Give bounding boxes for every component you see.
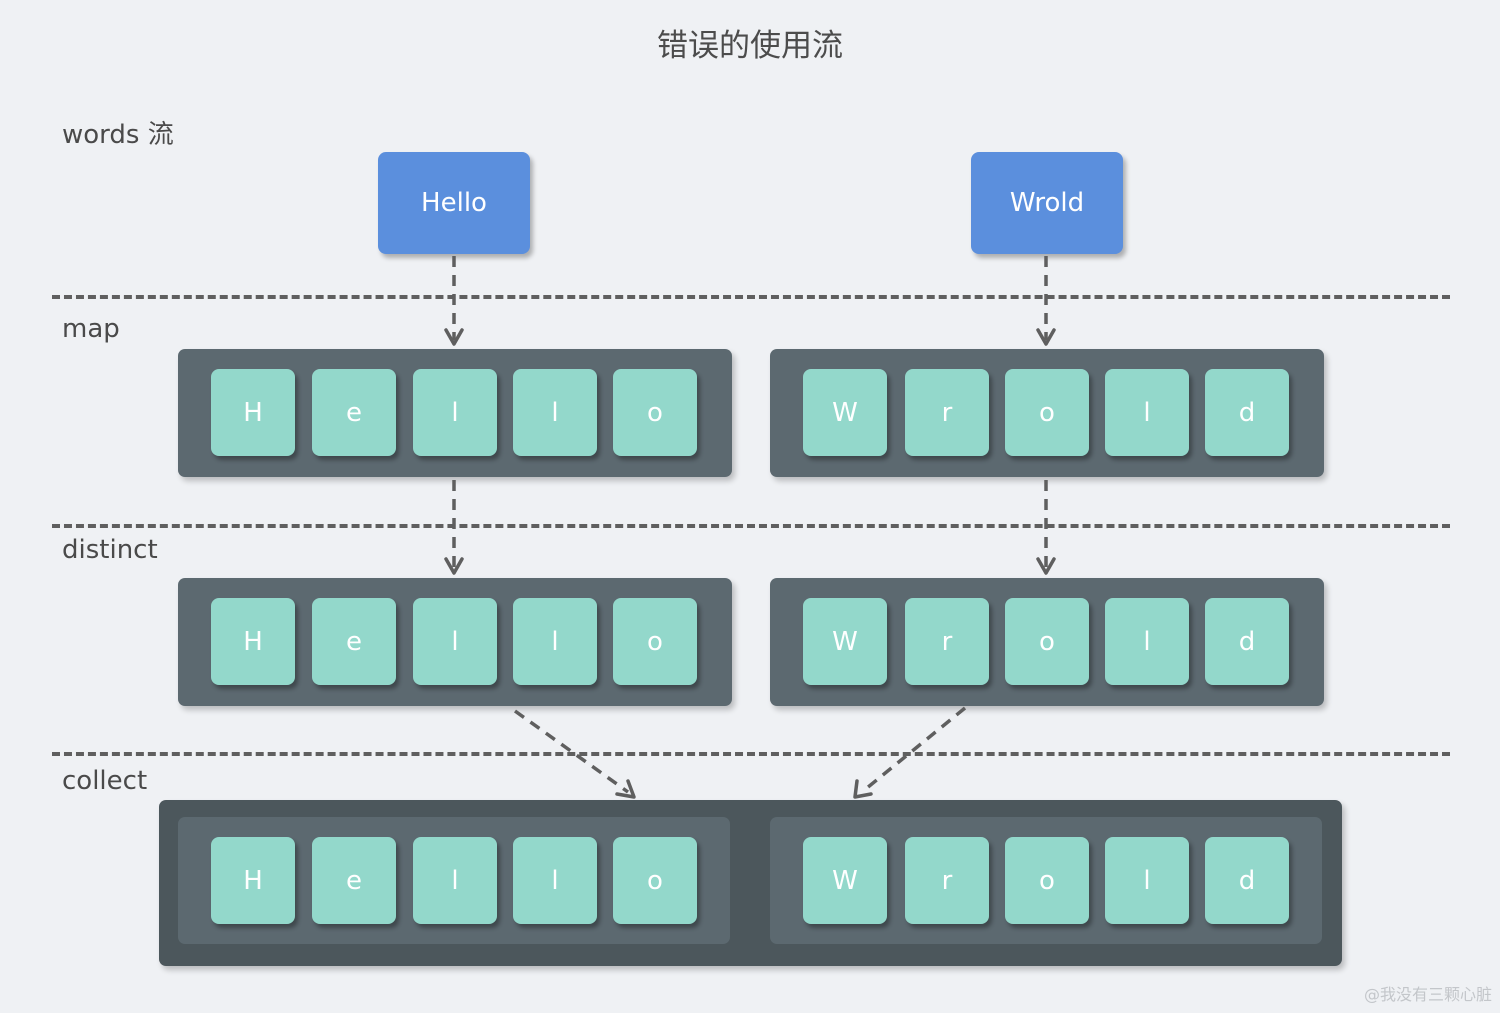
arrowhead — [1036, 557, 1056, 575]
char-tile: o — [1005, 598, 1089, 685]
char-tile: e — [312, 598, 396, 685]
word-box-hello: Hello — [378, 152, 530, 254]
char-tile: l — [413, 598, 497, 685]
char-tile: o — [1005, 837, 1089, 924]
char-tile: l — [413, 837, 497, 924]
char-tile: l — [1105, 598, 1189, 685]
char-tile: l — [513, 369, 597, 456]
watermark: @我没有三颗心脏 — [1363, 985, 1492, 1004]
char-tile: l — [513, 837, 597, 924]
diagram-title: 错误的使用流 — [657, 28, 843, 64]
char-tile: l — [513, 598, 597, 685]
word-box-world: Wrold — [971, 152, 1123, 254]
arrowhead — [1036, 328, 1056, 346]
char-tile: l — [413, 369, 497, 456]
char-tile: W — [803, 837, 887, 924]
char-tile: l — [1105, 369, 1189, 456]
map-container-hello: H e l l o — [178, 349, 732, 477]
stage-label-distinct: distinct — [62, 535, 158, 565]
stage-label-map: map — [62, 314, 120, 344]
collect-container: H e l l o W r o l d — [159, 800, 1342, 966]
collect-inner-hello: H e l l o — [178, 817, 730, 944]
arrowhead — [853, 779, 873, 799]
stage-divider — [52, 752, 1450, 756]
distinct-container-world: W r o l d — [770, 578, 1324, 706]
char-tile: d — [1205, 369, 1289, 456]
stage-divider — [52, 524, 1450, 528]
char-tile: H — [211, 837, 295, 924]
char-tile: W — [803, 369, 887, 456]
char-tile: H — [211, 598, 295, 685]
char-tile: l — [1105, 837, 1189, 924]
char-tile: r — [905, 598, 989, 685]
arrow-world-to-collect — [860, 706, 967, 794]
stage-divider — [52, 295, 1450, 299]
char-tile: r — [905, 369, 989, 456]
char-tile: o — [613, 369, 697, 456]
map-container-world: W r o l d — [770, 349, 1324, 477]
arrowhead — [444, 328, 464, 346]
arrowhead — [444, 557, 464, 575]
char-tile: o — [613, 837, 697, 924]
stage-label-collect: collect — [62, 766, 148, 796]
collect-inner-world: W r o l d — [770, 817, 1322, 944]
char-tile: o — [1005, 369, 1089, 456]
char-tile: e — [312, 369, 396, 456]
char-tile: d — [1205, 598, 1289, 685]
char-tile: H — [211, 369, 295, 456]
arrowhead — [615, 779, 636, 799]
char-tile: d — [1205, 837, 1289, 924]
stage-label-words: words 流 — [62, 120, 174, 150]
distinct-container-hello: H e l l o — [178, 578, 732, 706]
char-tile: r — [905, 837, 989, 924]
char-tile: W — [803, 598, 887, 685]
char-tile: o — [613, 598, 697, 685]
char-tile: e — [312, 837, 396, 924]
arrow-hello-to-collect — [513, 709, 630, 794]
